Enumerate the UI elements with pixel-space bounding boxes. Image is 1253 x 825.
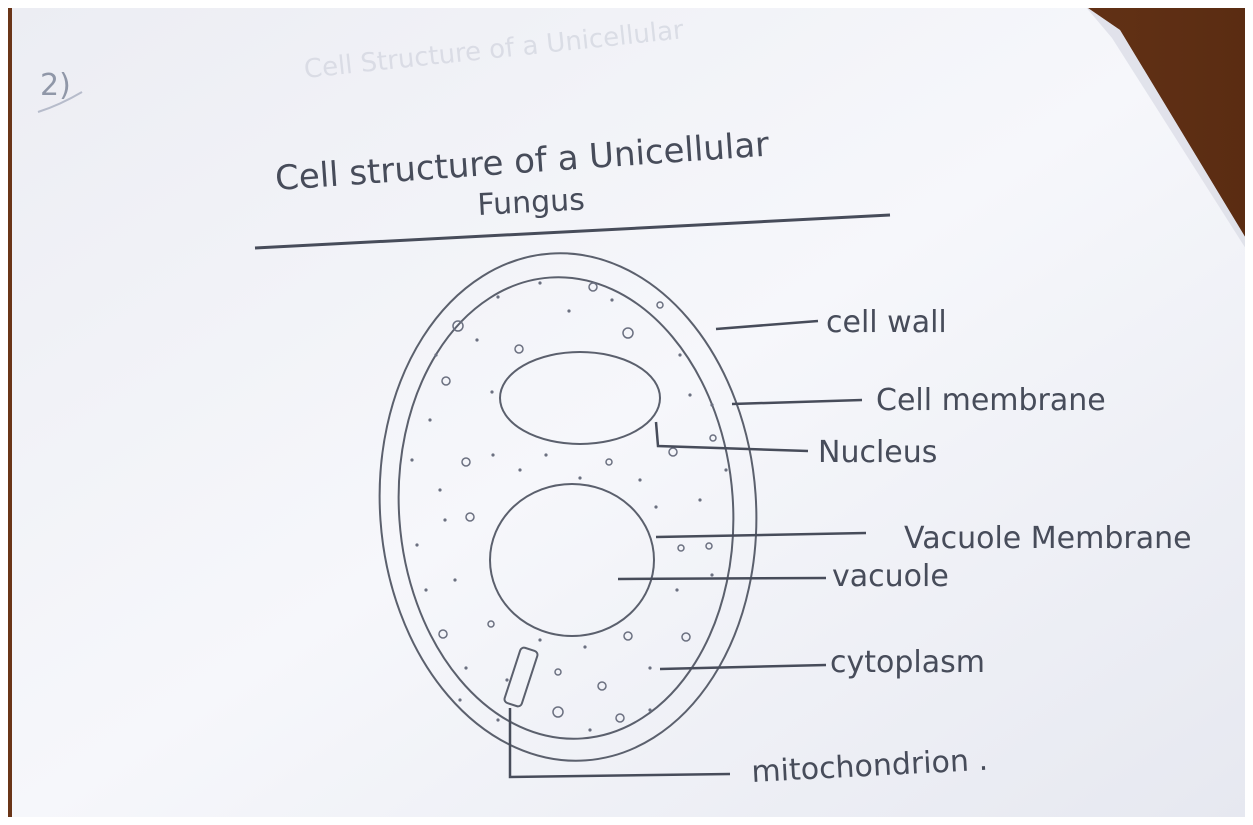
label-vacuole: vacuole: [832, 559, 949, 594]
diagram-title-line2: Fungus: [477, 182, 586, 223]
leader-vacuole: [618, 578, 826, 579]
label-nucleus: Nucleus: [818, 435, 937, 470]
label-cell-membrane: Cell membrane: [876, 383, 1106, 418]
label-cell-wall: cell wall: [826, 305, 947, 340]
label-cytoplasm: cytoplasm: [830, 645, 985, 680]
label-vacuole-membrane: Vacuole Membrane: [904, 521, 1192, 556]
question-number: 2): [40, 68, 71, 103]
